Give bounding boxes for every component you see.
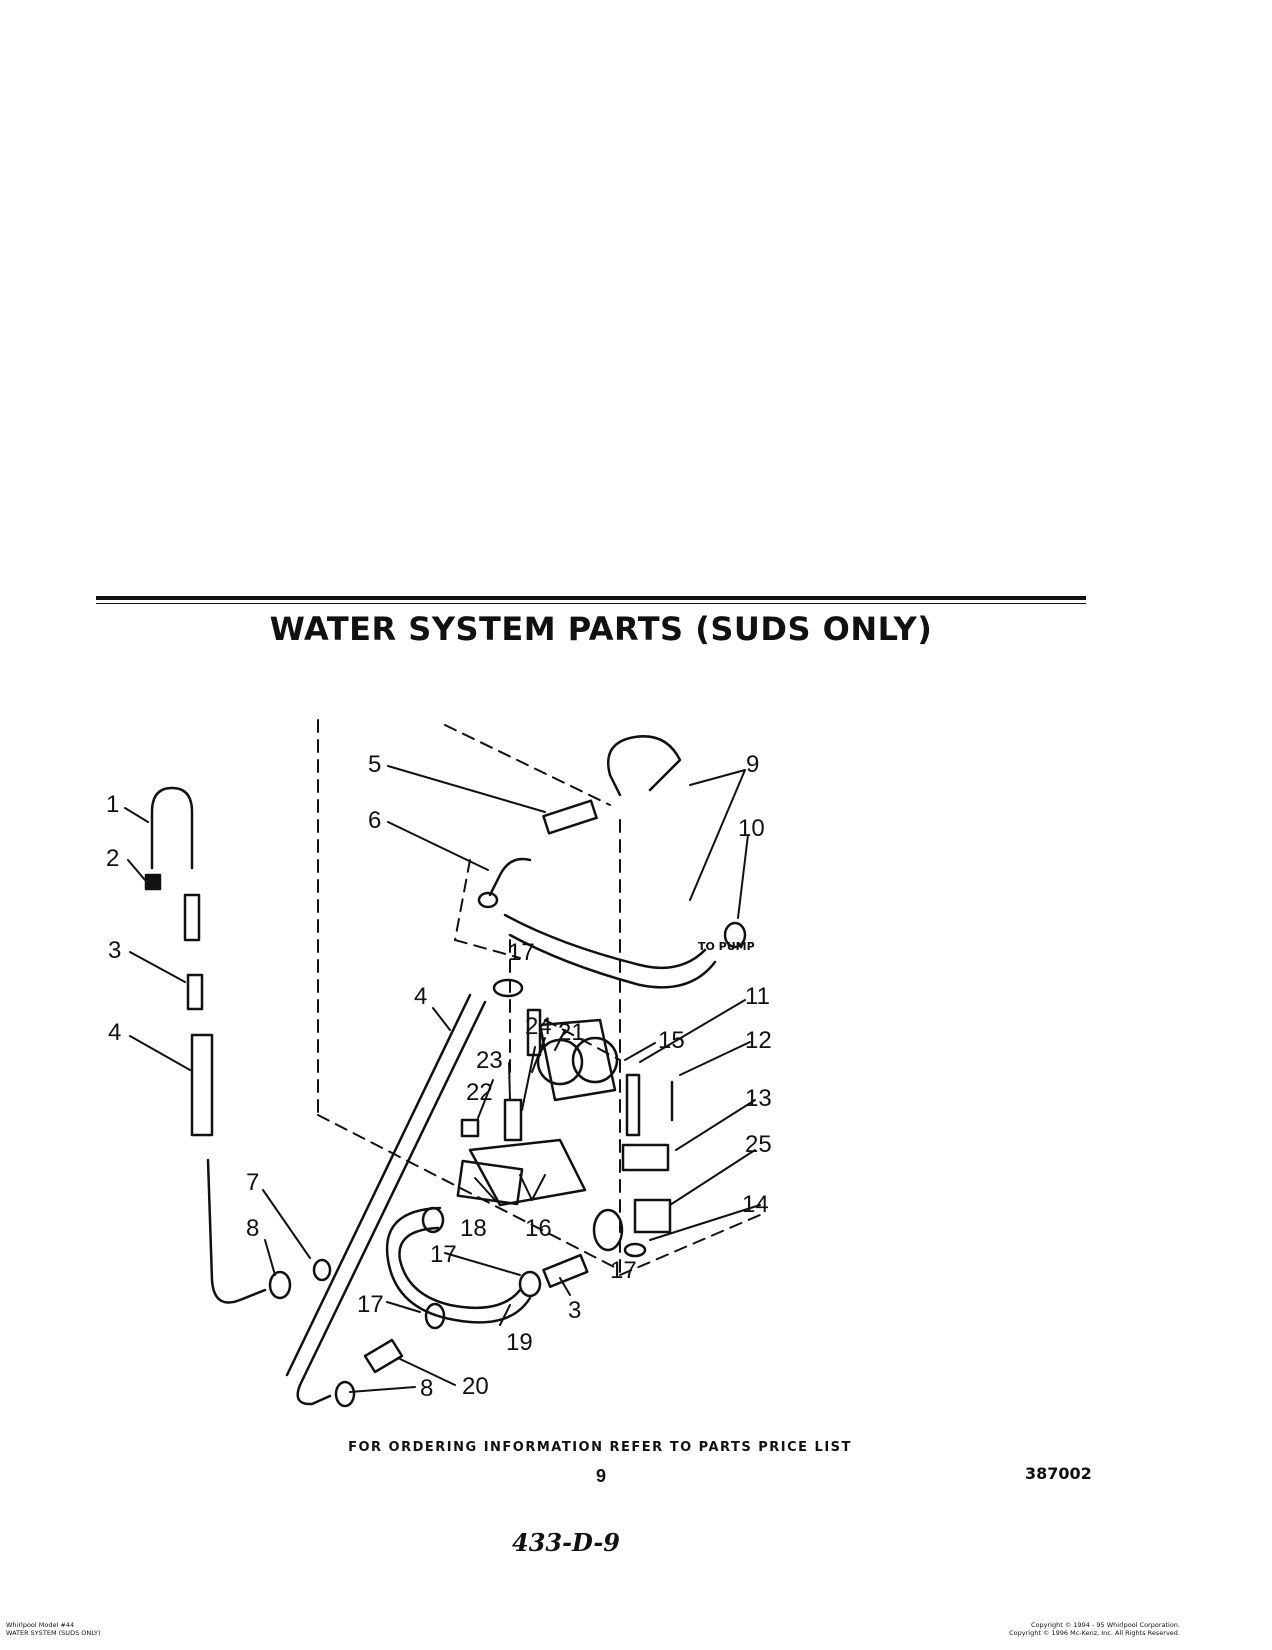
callout-10: 10 [738, 815, 765, 842]
part-14-clamp [623, 1242, 647, 1258]
callout-14: 14 [742, 1191, 769, 1218]
to-pump-label: TO PUMP [698, 940, 755, 953]
top-rule-thick [96, 596, 1086, 600]
part-4-diagonal-hose [296, 1000, 487, 1406]
callout-19: 19 [506, 1329, 533, 1356]
part-13-bracket [621, 1143, 670, 1172]
footer-left-line-2: WATER SYSTEM (SUDS ONLY) [6, 1629, 101, 1637]
callout-21: 21 [558, 1019, 585, 1046]
diagram-part-number: 387002 [1025, 1464, 1092, 1483]
callout-13: 13 [745, 1085, 772, 1112]
callout-18: 18 [460, 1215, 487, 1242]
callout-22: 22 [466, 1079, 493, 1106]
callout-17-mid: 17 [430, 1241, 457, 1268]
part-8-clamp-left [268, 1270, 292, 1300]
part-5-hose [542, 799, 598, 835]
part-3-coupling-left [186, 973, 204, 1011]
ordering-note: FOR ORDERING INFORMATION REFER TO PARTS … [348, 1440, 852, 1455]
footer-right-line-1: Copyright © 1994 - 95 Whirlpool Corporat… [1031, 1621, 1180, 1629]
page-title: WATER SYSTEM PARTS (SUDS ONLY) [269, 610, 933, 648]
part-4-hose-to-bottom [206, 1158, 267, 1304]
part-25-valve [633, 1198, 672, 1234]
footer-left-line-1: Whirlpool Model #44 [6, 1621, 75, 1629]
callout-3-right: 3 [568, 1297, 581, 1324]
callout-2: 2 [106, 845, 119, 872]
part-7-clamp [312, 1258, 332, 1282]
callout-23: 23 [476, 1047, 503, 1074]
callout-7: 7 [246, 1169, 259, 1196]
callout-20: 20 [462, 1373, 489, 1400]
part-20-check-valve [363, 1338, 404, 1374]
callout-17-top: 17 [508, 939, 535, 966]
part-4-short-hose [183, 893, 201, 942]
callout-3: 3 [108, 937, 121, 964]
footer-right-line-2: Copyright © 1996 Mc-Kenz, Inc. All Right… [1009, 1629, 1180, 1637]
callout-17-right: 17 [610, 1257, 637, 1284]
part-9-u-hose [607, 735, 682, 797]
part-10-clamp [723, 921, 747, 949]
callout-6: 6 [368, 807, 381, 834]
callout-9: 9 [746, 751, 759, 778]
part-9-long-hose [503, 913, 707, 970]
top-rule-thin [96, 603, 1086, 604]
page-number: 9 [596, 1466, 607, 1486]
part-17-ring-right [592, 1208, 624, 1252]
part-17-clamp-c [424, 1302, 446, 1330]
callout-8-left: 8 [246, 1215, 259, 1242]
callout-12: 12 [745, 1027, 772, 1054]
part-4-long-hose-left [190, 1033, 214, 1137]
callout-labels: 1 2 3 4 5 6 7 8 4 9 10 11 12 13 25 14 15… [106, 751, 772, 1402]
callout-15: 15 [658, 1027, 685, 1054]
part-1-hook-hose [150, 786, 194, 870]
footer-left: Whirlpool Model #44 WATER SYSTEM (SUDS O… [6, 1621, 101, 1637]
part-17-clamp-b [518, 1270, 542, 1298]
part-19-hose [398, 1226, 522, 1310]
part-11-pin [625, 1073, 641, 1137]
part-17-clamp-top [492, 978, 524, 998]
footer-right: Copyright © 1994 - 95 Whirlpool Corporat… [1009, 1621, 1180, 1637]
callout-4-left: 4 [108, 1019, 121, 1046]
callout-5: 5 [368, 751, 381, 778]
callout-1: 1 [106, 791, 119, 818]
part-8-clamp-bottom [334, 1380, 356, 1408]
callout-11: 11 [745, 983, 770, 1010]
callout-4-center: 4 [414, 983, 427, 1010]
callout-17-low: 17 [357, 1291, 384, 1318]
callout-24: 24 [525, 1013, 552, 1040]
part-2-cap [144, 873, 162, 891]
leader-lines [124, 765, 761, 1393]
valve-assembly [456, 1008, 619, 1207]
callout-16: 16 [525, 1215, 552, 1242]
part-17-clamp-a [421, 1206, 445, 1234]
cabinet-outline [317, 719, 761, 1276]
handwritten-reference: 433-D-9 [512, 1528, 620, 1557]
callout-25: 25 [745, 1131, 772, 1158]
part-3-coupling-right [542, 1253, 589, 1289]
part-6-elbow [488, 857, 532, 897]
callout-8-bottom: 8 [420, 1375, 433, 1402]
